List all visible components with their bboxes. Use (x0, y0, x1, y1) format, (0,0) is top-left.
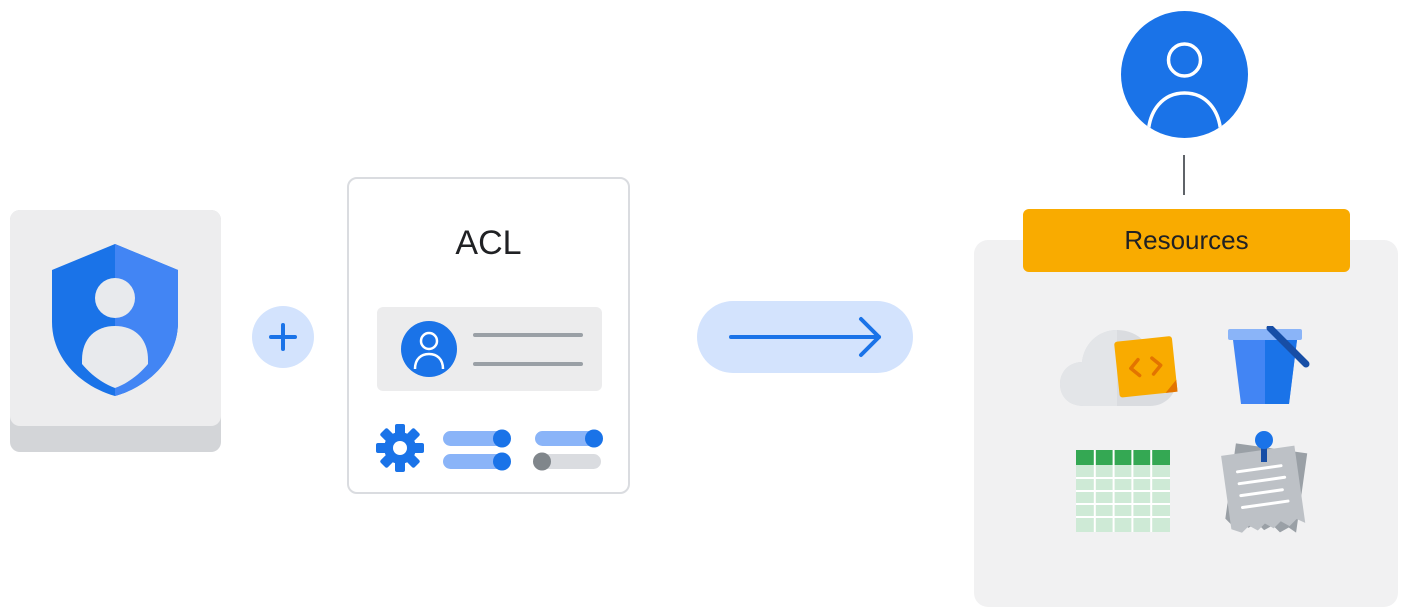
resources-panel (974, 240, 1398, 607)
user-avatar-small-icon (401, 321, 457, 377)
gear-icon (376, 424, 424, 472)
settings-toggles-graphic (376, 424, 603, 472)
plus-icon (269, 323, 297, 351)
acl-entry-graphic (401, 321, 583, 377)
arrow-right-icon (729, 317, 881, 357)
user-avatar-icon (1146, 42, 1223, 138)
shield-user-icon (52, 244, 178, 396)
arrow-connector (697, 301, 913, 373)
shield-tile (10, 210, 221, 452)
plus-connector (252, 306, 314, 368)
acl-entry (377, 307, 602, 391)
shield-tile-face (10, 210, 221, 426)
storage-bucket-icon (1226, 326, 1312, 406)
acl-card: ACL (347, 177, 630, 494)
resources-banner: Resources (1023, 209, 1350, 272)
connector-line (1183, 155, 1185, 195)
acl-title: ACL (455, 224, 522, 262)
pinned-document-icon (1216, 428, 1316, 540)
resources-label: Resources (1124, 225, 1249, 255)
cloud-code-icon (1060, 324, 1180, 410)
acl-settings-row (375, 423, 605, 473)
spreadsheet-icon (1076, 450, 1170, 532)
user-avatar (1121, 11, 1248, 138)
